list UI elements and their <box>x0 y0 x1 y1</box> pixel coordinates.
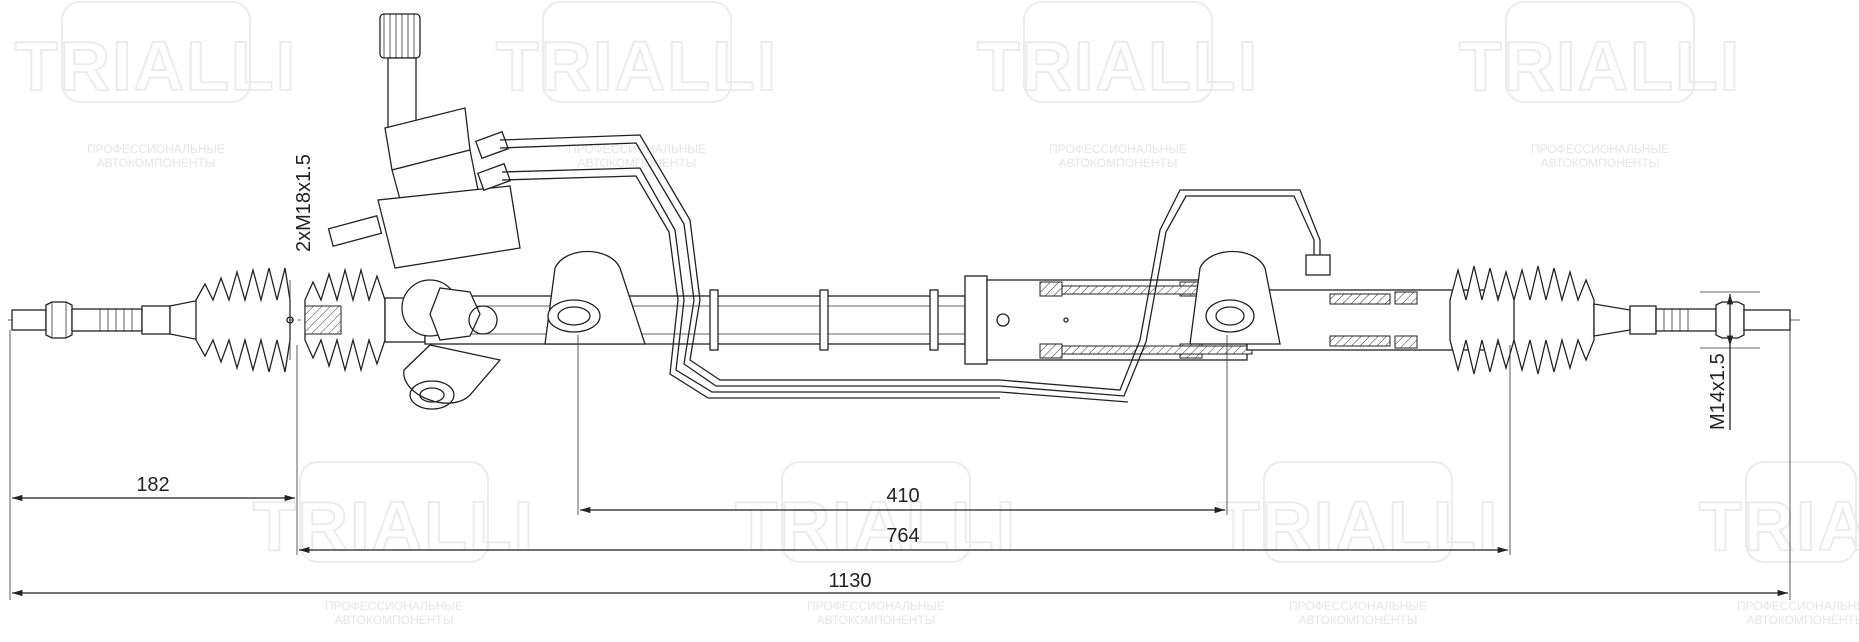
watermark-subtitle: АВТОКОМПОНЕНТЫ <box>1541 156 1660 170</box>
watermark-subtitle: ПРОФЕССИОНАЛЬНЫЕ <box>1289 599 1427 613</box>
left-tie-rod-nut <box>45 301 73 339</box>
watermark-brand: TRIALLI <box>977 27 1259 105</box>
watermark-brand: TRIALLI <box>1217 487 1499 565</box>
watermark-top-2: TRIALLI ПРОФЕССИОНАЛЬНЫЕ АВТОКОМПОНЕНТЫ <box>495 1 778 170</box>
watermark-subtitle: ПРОФЕССИОНАЛЬНЫЕ <box>325 599 463 613</box>
watermark-brand: TRIALLI <box>1699 487 1859 565</box>
pressure-port <box>474 130 510 160</box>
watermark-subtitle: ПРОФЕССИОНАЛЬНЫЕ <box>87 142 225 156</box>
right-mounting-bracket <box>1189 250 1281 345</box>
steering-valve-body <box>327 13 521 410</box>
right-outer-boot <box>1513 265 1631 375</box>
tube-clamps <box>709 289 939 351</box>
rack-housing-tube-left <box>424 295 966 345</box>
right-tie-rod-collar <box>1629 305 1657 335</box>
rack-housing-flange <box>964 275 988 365</box>
watermark-top-4: TRIALLI ПРОФЕССИОНАЛЬНЫЕ АВТОКОМПОНЕНТЫ <box>1458 1 1741 170</box>
thread-right-label: M14x1.5 <box>1707 353 1729 430</box>
right-tie-rod-thread-end <box>1743 309 1791 331</box>
left-tie-rod-collar <box>141 305 171 335</box>
dimension-lines <box>11 294 1788 597</box>
watermark-layer: TRIALLI ПРОФЕССИОНАЛЬНЫЕ АВТОКОМПОНЕНТЫ … <box>14 1 1859 627</box>
watermark-brand: TRIALLI <box>15 27 297 105</box>
dimension-764-label: 764 <box>886 525 919 547</box>
watermark-subtitle: АВТОКОМПОНЕНТЫ <box>335 613 454 627</box>
watermark-top-1: TRIALLI ПРОФЕССИОНАЛЬНЫЕ АВТОКОМПОНЕНТЫ <box>14 1 297 170</box>
hydraulic-lines <box>499 134 1331 403</box>
watermark-subtitle: АВТОКОМПОНЕНТЫ <box>817 613 936 627</box>
watermark-subtitle: АВТОКОМПОНЕНТЫ <box>1059 156 1178 170</box>
left-mounting-bracket <box>544 250 646 345</box>
valve-housing-base <box>377 185 521 269</box>
thread-left-label: 2xM18x1.5 <box>293 154 315 252</box>
watermark-bottom-1: TRIALLI ПРОФЕССИОНАЛЬНЫЕ АВТОКОМПОНЕНТЫ <box>252 461 535 627</box>
watermark-bottom-4: TRIALLI ПРОФЕССИОНАЛЬНЫЕ АВТОКОМПОНЕНТЫ <box>1698 461 1859 627</box>
dimension-182-label: 182 <box>136 474 169 496</box>
watermark-subtitle: АВТОКОМПОНЕНТЫ <box>1747 613 1859 627</box>
watermark-subtitle: АВТОКОМПОНЕНТЫ <box>97 156 216 170</box>
left-mount-bushing <box>547 299 601 333</box>
right-line-fitting <box>1305 254 1331 276</box>
watermark-brand: TRIALLI <box>496 27 778 105</box>
watermark-brand: TRIALLI <box>1459 27 1741 105</box>
right-tie-rod <box>1629 301 1791 339</box>
extension-lines <box>9 280 1791 600</box>
right-tie-rod-shaft <box>1655 308 1717 332</box>
watermark-subtitle: ПРОФЕССИОНАЛЬНЫЕ <box>1531 142 1669 156</box>
watermark-top-3: TRIALLI ПРОФЕССИОНАЛЬНЫЕ АВТОКОМПОНЕНТЫ <box>976 1 1259 170</box>
watermark-bottom-2: TRIALLI ПРОФЕССИОНАЛЬНЫЕ АВТОКОМПОНЕНТЫ <box>734 461 1017 627</box>
pinion-lower-mount <box>403 344 502 404</box>
watermark-subtitle: АВТОКОМПОНЕНТЫ <box>1299 613 1418 627</box>
watermark-brand: TRIALLI <box>735 487 1017 565</box>
left-tie-rod-thread-end <box>11 309 47 331</box>
dimension-410-label: 410 <box>886 485 919 507</box>
watermark-subtitle: ПРОФЕССИОНАЛЬНЫЕ <box>568 142 706 156</box>
watermark-subtitle: ПРОФЕССИОНАЛЬНЫЕ <box>1049 142 1187 156</box>
side-port-fitting <box>327 215 383 247</box>
watermark-brand: TRIALLI <box>253 487 535 565</box>
watermark-subtitle: ПРОФЕССИОНАЛЬНЫЕ <box>1737 599 1859 613</box>
watermark-subtitle: АВТОКОМПОНЕНТЫ <box>578 156 697 170</box>
dimension-1130-label: 1130 <box>828 570 871 592</box>
right-mount-bushing <box>1205 299 1255 333</box>
input-shaft <box>387 57 417 129</box>
left-tie-rod-shaft <box>71 308 143 332</box>
left-housing-end <box>304 267 426 373</box>
left-tie-rod <box>11 299 201 341</box>
watermark-subtitle: ПРОФЕССИОНАЛЬНЫЕ <box>807 599 945 613</box>
pinion-nut <box>468 305 498 335</box>
left-boot <box>195 267 294 373</box>
watermark-bottom-3: TRIALLI ПРОФЕССИОНАЛЬНЫЕ АВТОКОМПОНЕНТЫ <box>1216 461 1499 627</box>
